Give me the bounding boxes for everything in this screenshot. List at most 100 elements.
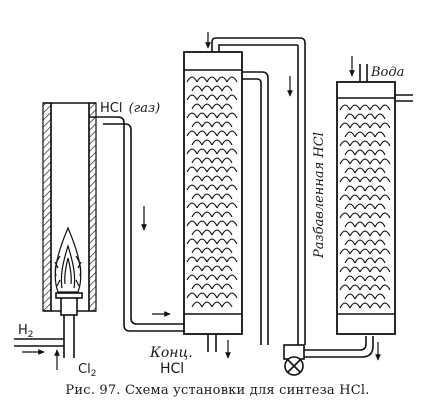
packing-ring <box>379 104 391 111</box>
packing-ring <box>216 166 228 173</box>
packing-ring <box>216 202 228 209</box>
packing-ring <box>211 139 223 146</box>
packing-ring <box>344 113 356 120</box>
packing-ring <box>191 193 203 200</box>
packing-ring <box>369 176 381 183</box>
packing-ring <box>216 256 228 263</box>
packing-ring <box>369 284 381 291</box>
cl2-label: Cl2 <box>78 362 96 379</box>
packing-ring <box>379 140 391 147</box>
packing-ring <box>374 239 386 246</box>
packing-ring <box>349 158 361 165</box>
packing-ring <box>201 301 213 308</box>
packing-ring <box>196 148 208 155</box>
packing-ring <box>191 211 203 218</box>
packing-ring <box>344 167 356 174</box>
packing-ring <box>379 122 391 129</box>
packing-ring <box>349 194 361 201</box>
packing-ring <box>216 94 228 101</box>
packing-ring <box>364 275 376 282</box>
packing-ring <box>359 158 371 165</box>
packing-ring <box>349 284 361 291</box>
conc-label-line1: Конц. <box>149 345 193 361</box>
burner-nozzle <box>55 292 83 358</box>
packing-ring <box>216 112 228 119</box>
packing-ring <box>216 76 228 83</box>
packing-ring <box>349 212 361 219</box>
packing-ring <box>349 248 361 255</box>
packing-ring <box>201 283 213 290</box>
packing-ring <box>206 148 218 155</box>
packing-ring <box>344 257 356 264</box>
packing-ring <box>206 202 218 209</box>
packing-ring <box>196 94 208 101</box>
packing-ring <box>201 121 213 128</box>
packing-ring <box>186 76 198 83</box>
flame-icon <box>54 226 82 293</box>
pump-to-column2-pipe <box>304 336 374 358</box>
packing-ring <box>369 104 381 111</box>
packing-ring <box>374 149 386 156</box>
packing-ring <box>186 256 198 263</box>
packing-ring <box>379 302 391 309</box>
packing-ring <box>191 139 203 146</box>
packing-ring <box>374 203 386 210</box>
packing-ring <box>226 292 238 299</box>
packing-ring <box>201 175 213 182</box>
hcl-gas-label: HCl (газ) <box>100 101 160 116</box>
packing-ring <box>374 113 386 120</box>
packing-ring <box>339 140 351 147</box>
packing-ring <box>201 247 213 254</box>
packing-ring <box>374 185 386 192</box>
packing-ring <box>191 157 203 164</box>
packing-ring <box>369 266 381 273</box>
packing-ring <box>191 247 203 254</box>
absorber-column-1 <box>183 51 243 352</box>
packing-ring <box>191 103 203 110</box>
packing-ring <box>196 76 208 83</box>
packing-ring <box>339 122 351 129</box>
packing-ring <box>221 283 233 290</box>
packing-ring <box>221 121 233 128</box>
packing-ring <box>226 238 238 245</box>
packing-ring <box>206 94 218 101</box>
packing-ring <box>221 157 233 164</box>
packing-ring <box>339 158 351 165</box>
packing-ring <box>191 229 203 236</box>
packing-ring <box>364 203 376 210</box>
figure-caption: Рис. 97. Схема установки для синтеза HCl… <box>65 383 370 398</box>
packing-ring <box>344 293 356 300</box>
packing-ring <box>221 193 233 200</box>
packing-ring <box>196 112 208 119</box>
packing-ring <box>354 113 366 120</box>
packing-ring <box>186 292 198 299</box>
absorber-column-2 <box>336 64 396 335</box>
packing-ring <box>226 202 238 209</box>
packing-ring <box>369 302 381 309</box>
packing-ring <box>206 76 218 83</box>
packing-ring <box>354 149 366 156</box>
packing-ring <box>359 248 371 255</box>
packing-ring <box>221 211 233 218</box>
packing-ring <box>216 148 228 155</box>
packing-ring <box>379 212 391 219</box>
packing-ring <box>374 131 386 138</box>
packing-ring <box>359 230 371 237</box>
column1-to-pump-pipe <box>242 71 269 345</box>
packing-ring <box>206 256 218 263</box>
packing-ring <box>211 247 223 254</box>
packing-ring <box>186 166 198 173</box>
dilute-hcl-label: Разбавленная HCl <box>312 132 327 259</box>
packing-ring <box>196 166 208 173</box>
packing-ring <box>211 175 223 182</box>
packing-ring <box>191 283 203 290</box>
packing-ring <box>211 121 223 128</box>
packing-ring <box>359 302 371 309</box>
packing-ring <box>354 239 366 246</box>
packing-ring <box>226 76 238 83</box>
packing-ring <box>379 230 391 237</box>
packing-ring <box>379 194 391 201</box>
packing-ring <box>211 211 223 218</box>
packing-ring <box>216 292 228 299</box>
packing-ring <box>374 167 386 174</box>
